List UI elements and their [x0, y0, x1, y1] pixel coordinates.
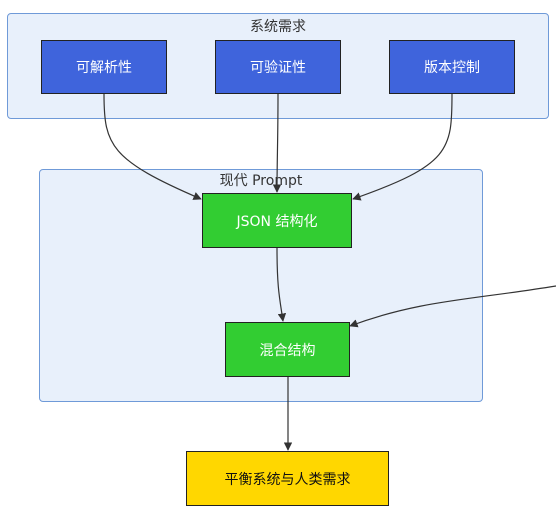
node-interpretability[interactable]: 可解析性	[41, 40, 167, 94]
node-json-structured[interactable]: JSON 结构化	[202, 193, 352, 248]
cluster-label: 现代 Prompt	[219, 173, 303, 189]
node-balance-system-human[interactable]: 平衡系统与人类需求	[186, 451, 389, 506]
cluster-label: 系统需求	[250, 19, 306, 35]
node-verifiability[interactable]: 可验证性	[215, 40, 341, 94]
node-hybrid-structure[interactable]: 混合结构	[225, 322, 350, 377]
node-version-control[interactable]: 版本控制	[389, 40, 515, 94]
